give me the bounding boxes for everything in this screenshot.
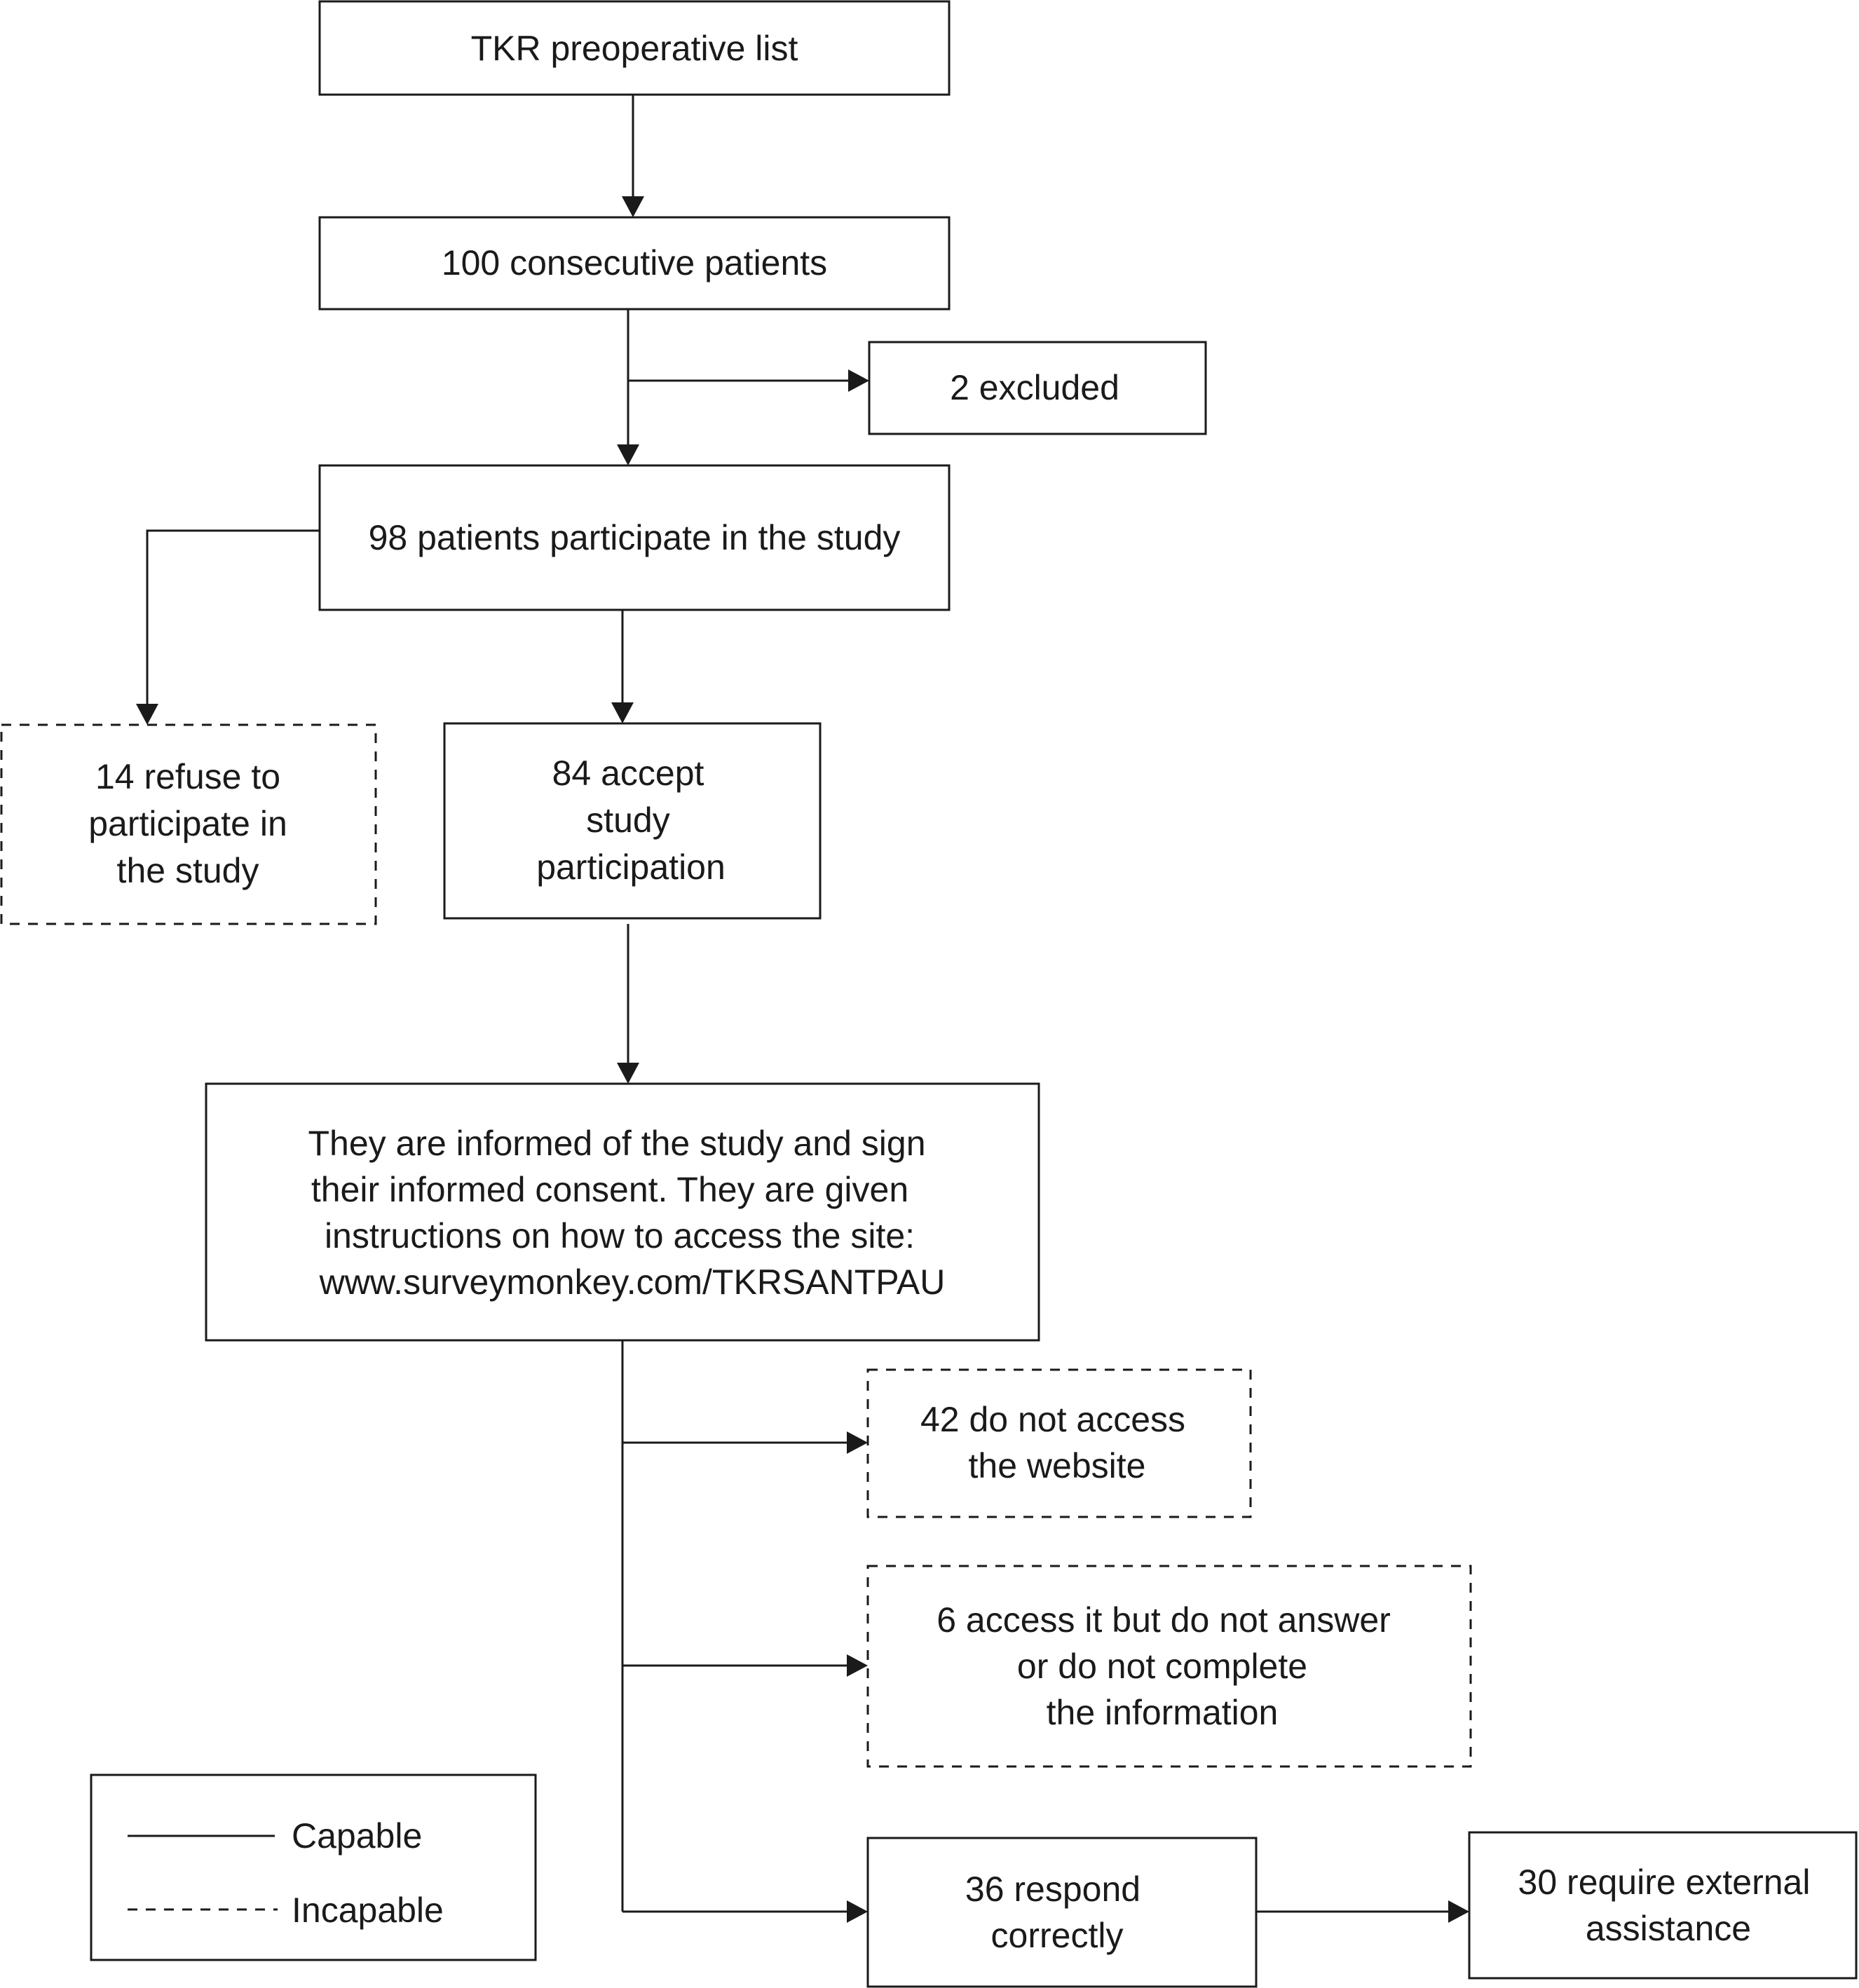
node-label: 6 access it but do not answer xyxy=(937,1600,1391,1640)
node-participate: 98 patients participate in the study xyxy=(318,464,951,611)
node-label: 30 require external xyxy=(1518,1863,1811,1902)
arrowhead xyxy=(136,704,158,725)
node-label: their informed consent. They are given xyxy=(311,1170,908,1209)
node-label: 42 do not access xyxy=(920,1400,1185,1439)
node-informed: They are informed of the study and sign … xyxy=(205,1082,1040,1342)
legend-capable-label: Capable xyxy=(292,1816,422,1856)
arrowhead xyxy=(611,702,634,723)
node-label: 100 consecutive patients xyxy=(442,243,827,282)
arrowhead xyxy=(847,1654,868,1677)
node-label: 36 respond xyxy=(965,1870,1140,1909)
node-tkr-list: TKR preoperative list xyxy=(318,0,951,96)
node-label: 2 excluded xyxy=(950,368,1119,407)
arrowhead xyxy=(1448,1900,1469,1923)
node-no-access: 42 do not access the website xyxy=(866,1368,1252,1518)
node-label: 84 accept xyxy=(552,754,704,793)
node-no-answer: 6 access it but do not answer or do not … xyxy=(866,1565,1472,1768)
node-assistance: 30 require external assistance xyxy=(1468,1831,1858,1980)
edge-participate-to-refuse xyxy=(146,529,320,705)
node-excluded: 2 excluded xyxy=(868,341,1207,435)
arrowhead xyxy=(617,444,639,465)
node-respond: 36 respond correctly xyxy=(866,1837,1258,1988)
node-label: the information xyxy=(1047,1693,1279,1732)
node-label: or do not complete xyxy=(1017,1647,1307,1686)
node-label: correctly xyxy=(991,1916,1124,1955)
node-label: They are informed of the study and sign xyxy=(308,1124,925,1163)
arrowhead xyxy=(617,1063,639,1084)
node-consecutive-patients: 100 consecutive patients xyxy=(318,216,951,311)
arrowhead xyxy=(847,1900,868,1923)
node-label: the study xyxy=(117,851,259,890)
node-accept: 84 accept study participation xyxy=(443,722,822,920)
node-label: the website xyxy=(969,1446,1146,1485)
arrowhead xyxy=(847,1431,868,1454)
node-label: participate in xyxy=(88,804,287,843)
node-refuse: 14 refuse to participate in the study xyxy=(0,723,377,925)
node-label: study xyxy=(586,801,670,840)
node-label: 14 refuse to xyxy=(95,757,280,796)
node-label: instructions on how to access the site: xyxy=(325,1216,915,1255)
node-label: TKR preoperative list xyxy=(471,29,798,68)
legend-incapable-label: Incapable xyxy=(292,1891,444,1930)
arrowhead xyxy=(848,369,869,392)
node-label: assistance xyxy=(1586,1909,1751,1948)
node-label: 98 patients participate in the study xyxy=(369,518,901,557)
legend: Capable Incapable xyxy=(90,1773,537,1961)
node-label: participation xyxy=(536,847,726,887)
arrowhead xyxy=(622,196,644,217)
node-label: www.surveymonkey.com/TKRSANTPAU xyxy=(319,1262,946,1302)
edges xyxy=(136,95,1469,1923)
